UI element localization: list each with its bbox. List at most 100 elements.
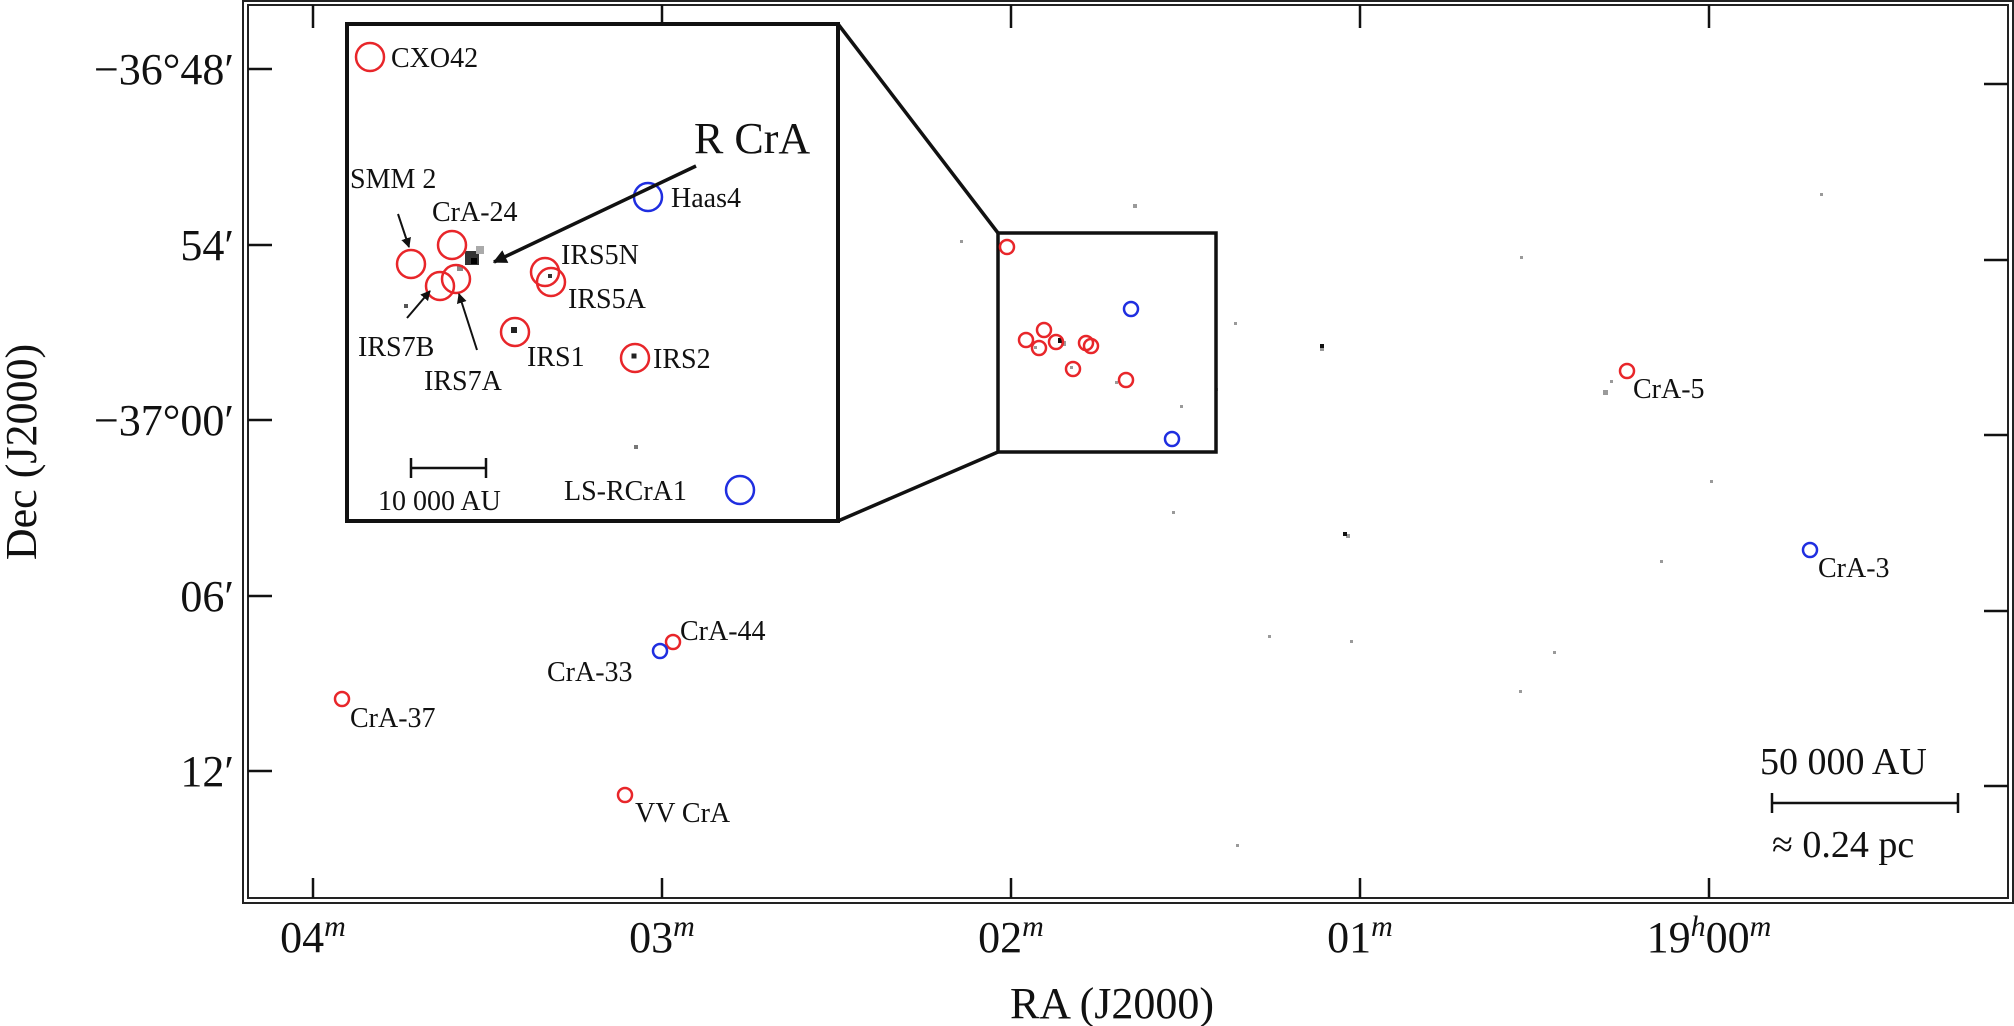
inset-source-label: IRS1	[527, 342, 585, 373]
inset-source-marker	[535, 266, 567, 298]
image-speck	[960, 240, 963, 243]
y-axis-title: Dec (J2000)	[0, 344, 46, 560]
inset-source-marker	[354, 41, 386, 73]
box-source-marker	[1035, 321, 1053, 339]
source-label: CrA-33	[547, 657, 633, 688]
x-tick-label: 04m	[280, 910, 346, 962]
image-speck	[1268, 635, 1271, 638]
inset-scale-bar	[409, 458, 488, 478]
box-source-marker	[1117, 371, 1135, 389]
scale-bar-top-label: 50 000 AU	[1760, 741, 1927, 783]
axis-ticks	[248, 5, 2008, 898]
image-speck	[1172, 511, 1175, 514]
inset-source-label: IRS2	[653, 344, 711, 375]
image-speck	[1070, 366, 1073, 369]
inset-source-marker	[395, 248, 427, 280]
image-speck	[1234, 322, 1237, 325]
inset-source-label: LS-RCrA1	[564, 476, 687, 507]
source-marker	[616, 786, 634, 804]
image-speck	[1820, 193, 1823, 196]
inset-image-star	[404, 304, 408, 308]
source-label: CrA-44	[680, 616, 766, 647]
image-star	[1320, 344, 1324, 348]
source-label: CrA-3	[1818, 553, 1890, 584]
source-marker	[1801, 541, 1819, 559]
inset-image-star	[634, 445, 638, 449]
x-axis-title: RA (J2000)	[1010, 979, 1214, 1026]
inset-source-label: Haas4	[671, 183, 741, 214]
plot-frame-inner	[247, 4, 2009, 899]
box-source-marker	[1082, 337, 1100, 355]
image-speck	[1236, 844, 1239, 847]
image-speck	[1603, 390, 1608, 395]
image-speck	[1180, 405, 1183, 408]
inset-source-marker	[440, 263, 472, 295]
source-marker	[1618, 362, 1636, 380]
inset-source-label: CXO42	[391, 43, 478, 74]
inset-panel	[345, 22, 840, 523]
plot-frame-outer	[242, 0, 2014, 904]
image-speck	[1553, 651, 1556, 654]
source-marker	[651, 642, 669, 660]
image-speck	[1350, 640, 1353, 643]
inset-source-label: SMM 2	[350, 164, 436, 195]
inset-image-star	[548, 274, 552, 278]
rcra-arrow	[492, 164, 697, 264]
y-tick-label: −36°48′	[94, 45, 234, 94]
inset-source-label: IRS7B	[358, 332, 434, 363]
inset-source-marker	[619, 342, 651, 374]
inset-source-label: IRS5A	[568, 284, 647, 315]
source-label: CrA-37	[350, 703, 436, 734]
image-speck	[1115, 381, 1118, 384]
box-source-marker	[1064, 360, 1082, 378]
x-tick-label: 19h00m	[1647, 910, 1772, 962]
zoom-box	[996, 231, 1218, 454]
image-star	[1058, 338, 1063, 343]
image-speck	[1660, 560, 1663, 563]
inset-image-star	[476, 246, 484, 254]
inset-source-label: IRS5N	[561, 240, 639, 271]
image-speck	[1133, 204, 1137, 208]
image-speck	[1320, 347, 1324, 351]
x-tick-label: 01m	[1327, 910, 1393, 962]
x-tick-labels: 04m 03m 02m 01m 19h00m	[280, 910, 1771, 962]
image-speck	[1346, 534, 1350, 538]
image-speck	[1520, 256, 1523, 259]
smm2-arrow	[397, 213, 411, 248]
image-speck	[1610, 380, 1613, 383]
y-tick-label: 06′	[180, 572, 234, 621]
image-speck	[1034, 346, 1037, 349]
source-marker	[333, 690, 351, 708]
zoom-connector-bottom	[837, 450, 999, 523]
inset-arrows	[397, 164, 697, 351]
image-speck	[1519, 690, 1522, 693]
y-tick-labels: −36°48′54′−37°00′06′12′	[94, 45, 234, 796]
inset-image-star	[471, 258, 477, 264]
source-marker	[1122, 300, 1140, 318]
inset-image-star	[511, 327, 517, 333]
zoom-connector-top	[836, 22, 1000, 235]
source-marker	[998, 238, 1016, 256]
box-source-marker	[1163, 430, 1181, 448]
x-tick-label: 03m	[629, 910, 695, 962]
image-star	[1343, 532, 1347, 536]
source-label: VV CrA	[635, 798, 731, 829]
y-tick-label: 12′	[180, 747, 234, 796]
inset-source-marker	[424, 270, 456, 302]
irs7b-arrow	[406, 290, 431, 319]
inset-image-star	[457, 265, 463, 271]
image-speck	[1710, 480, 1713, 483]
inset-source-label: IRS7A	[424, 366, 503, 397]
scale-bar	[1770, 793, 1960, 813]
box-source-marker	[1047, 333, 1065, 351]
inset-scale-label: 10 000 AU	[378, 486, 501, 517]
inset-source-marker	[436, 229, 468, 261]
source-marker	[664, 633, 682, 651]
scale-bar-bottom-label: ≈ 0.24 pc	[1772, 824, 1914, 866]
x-tick-label: 02m	[978, 910, 1044, 962]
box-source-marker	[1030, 339, 1048, 357]
source-label: CrA-5	[1633, 374, 1705, 405]
y-tick-label: −37°00′	[94, 396, 234, 445]
